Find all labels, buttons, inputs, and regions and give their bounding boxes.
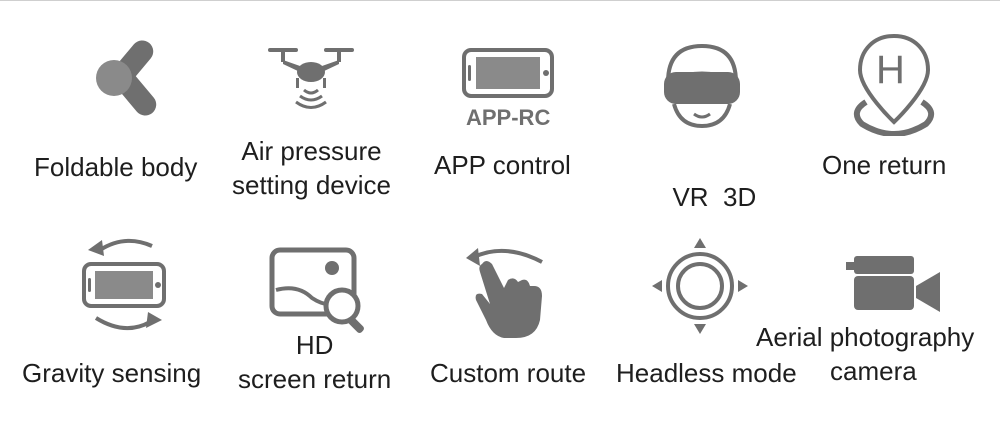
video-camera-icon — [846, 256, 946, 316]
feature-label-app-control: APP control — [434, 150, 571, 180]
hand-swipe-icon — [464, 240, 554, 340]
foldable-body-icon — [92, 38, 162, 118]
smartphone-icon — [462, 48, 558, 128]
drone-icon — [266, 42, 356, 117]
feature-label-air-pressure: Air pressure setting device — [232, 136, 391, 200]
feature-label-one-return: One return — [822, 150, 947, 180]
feature-label-hd-screen-return: HD screen return — [238, 330, 392, 394]
feature-label-vr-3d: VR 3D — [672, 182, 757, 212]
top-divider — [0, 0, 1000, 1]
smartphone-icon-text: APP-RC — [466, 105, 551, 130]
feature-label-aerial-camera: Aerial photography camera — [756, 322, 975, 386]
image-zoom-icon — [268, 246, 368, 336]
location-pin-h-icon — [846, 30, 942, 136]
rotate-phone-icon — [80, 232, 170, 336]
vr-headset-icon — [660, 40, 744, 130]
feature-label-custom-route: Custom route — [430, 358, 587, 388]
location-pin-letter: H — [876, 48, 905, 92]
direction-pad-icon — [652, 236, 748, 336]
feature-label-foldable-body: Foldable body — [34, 152, 198, 182]
feature-label-gravity-sensing: Gravity sensing — [22, 358, 202, 388]
feature-label-headless-mode: Headless mode — [616, 358, 797, 388]
